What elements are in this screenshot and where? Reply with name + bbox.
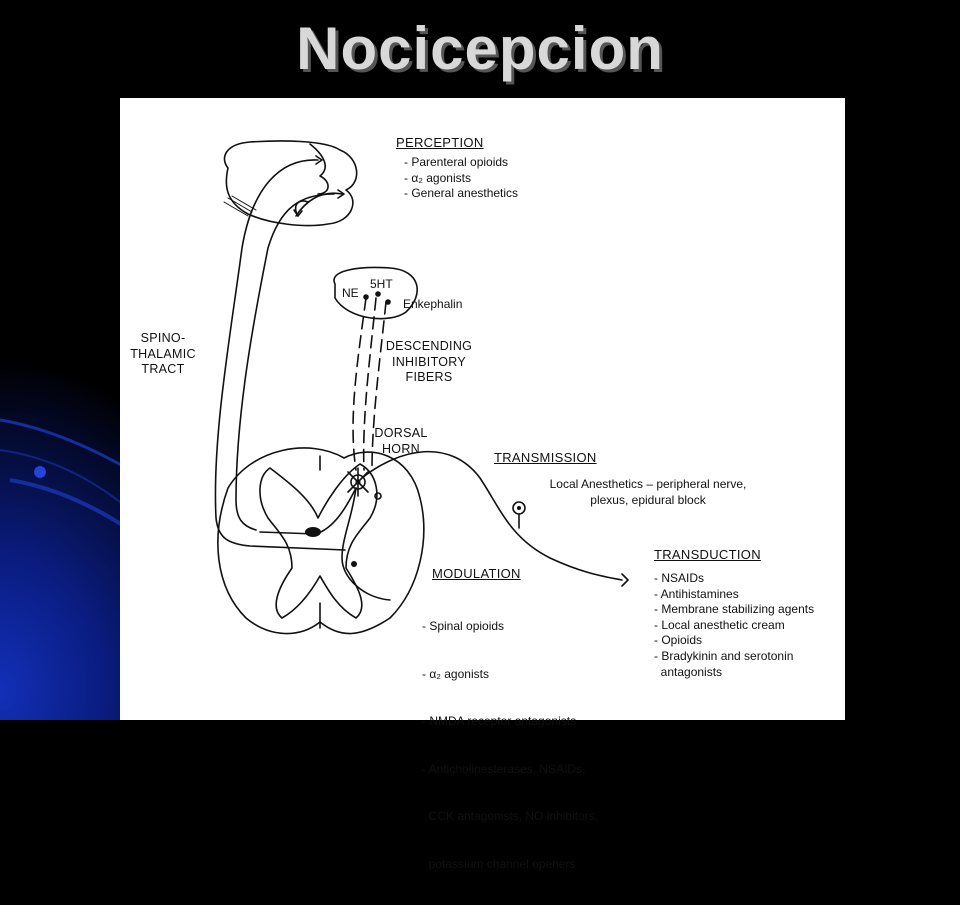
diagram-drawing [214,140,629,635]
list-item: - α₂ agonists [404,170,471,185]
spinothalamic-tract-left [214,159,346,551]
transduction-heading: TRANSDUCTION [654,547,761,562]
perception-block: PERCEPTION - Parenteral opioids - α₂ ago… [396,135,518,202]
list-item: - Membrane stabilizing agents [654,602,815,617]
brain-hatch [223,195,257,217]
5ht-label: 5HT [370,277,393,291]
list-item: CCK antagonists, NO inhibitors, [422,809,599,824]
brain-outline [223,140,358,227]
neuron-cell-body [305,527,321,537]
gray-matter [259,463,378,619]
brainstem-nucleus [333,266,418,320]
primary-afferent [361,450,623,581]
list-item: antagonists [654,664,723,679]
peripheral-ending [621,573,629,587]
modulation-heading: MODULATION [432,566,521,581]
spinal-cord-outline [217,447,425,635]
spinothalamic-tract-right [235,193,335,531]
slide-title: Nocicepcion [296,15,664,82]
list-item: - General anesthetics [404,186,519,201]
background-streaks [0,418,130,532]
list-item: - NMDA receptor antagonists [422,714,577,729]
transmission-text: Local Anesthetics – peripheral nerve, pl… [549,477,747,507]
perception-list: - Parenteral opioids - α₂ agonists - Gen… [404,155,518,202]
ne-label: NE [342,286,359,300]
descending-fiber-3 [371,301,387,471]
perception-heading: PERCEPTION [396,135,484,150]
list-item: potassium channel openers [422,856,576,871]
list-item: - NSAIDs [654,571,705,585]
spinothalamic-label: SPINO- THALAMIC TRACT [130,331,196,376]
list-item: - Bradykinin and serotonin [654,648,794,663]
list-item: - Opioids [654,633,703,648]
enkephalin-label: Enkephalin [403,297,463,311]
transduction-list: - NSAIDs - Antihistamines - Membrane sta… [654,571,814,680]
modulation-branch [341,487,391,601]
transmission-heading: TRANSMISSION [494,450,597,465]
transduction-block: TRANSDUCTION - NSAIDs - Antihistamines -… [654,547,814,680]
list-item: - Anticholinesterases, NSAIDs, [422,761,586,776]
dorsal-horn-label: DORSAL HORN [374,426,428,456]
list-item: - α₂ agonists [422,666,489,681]
list-item: - Local anesthetic cream [654,617,785,632]
list-item: - Antihistamines [654,586,739,601]
brain-fold [294,143,329,217]
tract-branch [295,192,343,217]
modulation-list: - Spinal opioids - α₂ agonists - NMDA re… [422,587,598,905]
descending-fiber-2 [362,297,377,471]
list-item: - Parenteral opioids [404,155,509,169]
descending-fibers-label: DESCENDING INHIBITORY FIBERS [385,339,473,384]
modulation-block: MODULATION - Spinal opioids - α₂ agonist… [422,566,598,905]
list-item: - Spinal opioids [422,619,505,633]
descending-fiber-1 [352,297,367,471]
nociception-diagram: SPINO- THALAMIC TRACT NE 5HT Enkephalin … [120,98,845,871]
